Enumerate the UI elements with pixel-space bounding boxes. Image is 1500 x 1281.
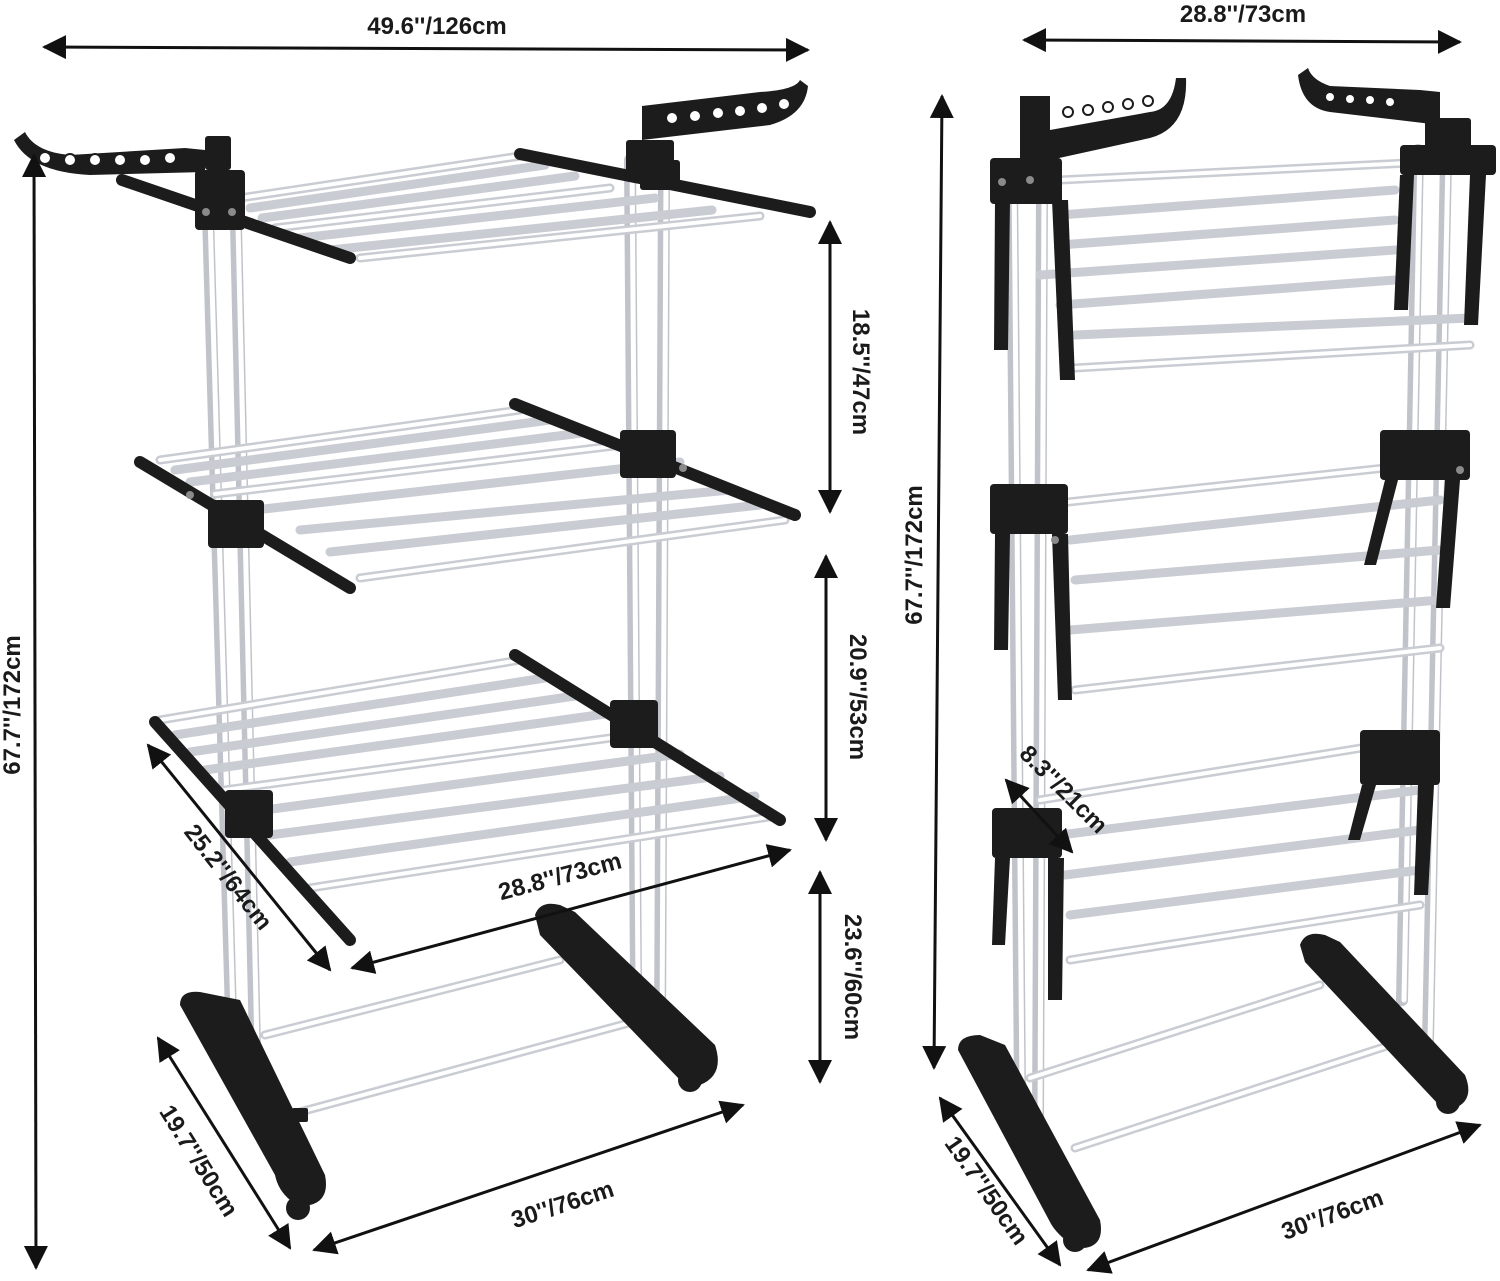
dim-right-folded-depth-line — [1004, 778, 1074, 854]
dim-right-width-label: 28.8''/73cm — [1180, 1, 1306, 28]
dim-left-tier-mid-label: 20.9''/53cm — [844, 634, 871, 760]
dim-right-base-width-line — [1086, 1121, 1482, 1274]
dim-left-base-width-label: 30''/76cm — [508, 1176, 617, 1234]
dim-left-base-width-line — [312, 1100, 745, 1255]
dim-left-shelf-width-line — [350, 844, 792, 974]
dim-right-width-line — [1022, 28, 1462, 54]
dim-left-base-depth-line — [156, 1036, 292, 1250]
right-rack-illustration — [958, 68, 1496, 1252]
dim-left-height-label: 67.7''/172cm — [0, 635, 26, 775]
dim-left-base-depth-label: 19.7''/50cm — [153, 1100, 243, 1221]
dim-left-height-line — [22, 153, 48, 1270]
left-top-shelf — [14, 80, 816, 264]
right-middle-tier — [990, 430, 1470, 700]
dim-right-height-label: 67.7''/172cm — [901, 485, 928, 625]
dim-left-width-line — [42, 35, 810, 62]
dim-right-height-line — [922, 94, 954, 1070]
right-top-tier — [990, 68, 1496, 380]
dim-left-shelf-depth-line — [146, 743, 332, 972]
dim-left-width-label: 49.6''/126cm — [367, 13, 507, 40]
left-rack-illustration — [14, 80, 816, 1220]
dim-left-tier-top-label: 18.5''/47cm — [847, 309, 874, 435]
dimension-lines — [22, 28, 1482, 1274]
left-middle-shelf — [134, 398, 801, 594]
dim-right-base-depth-line — [938, 1096, 1062, 1267]
dim-left-tier-bottom-label: 23.6''/60cm — [839, 914, 866, 1040]
